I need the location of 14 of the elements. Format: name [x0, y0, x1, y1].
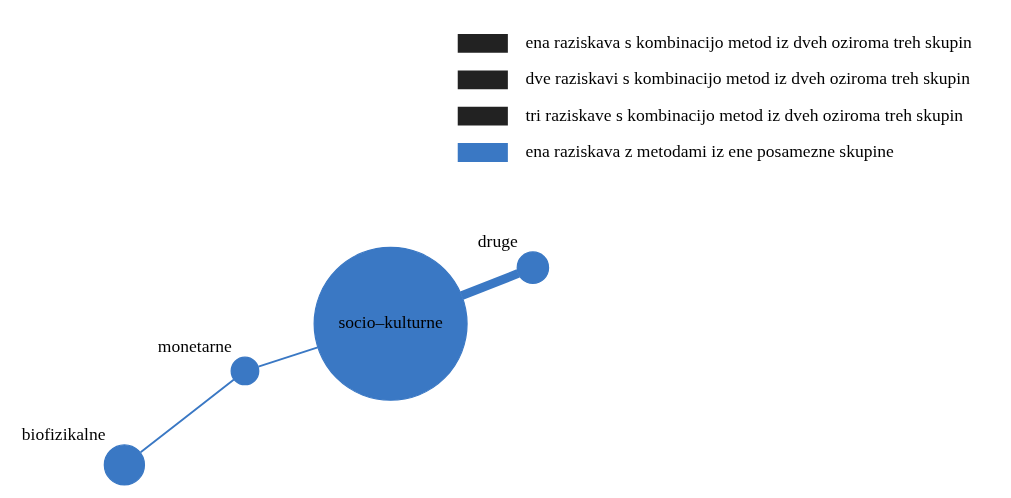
legend-label: ena raziskava s kombinacijo metod iz dveh oziroma treh skupin: [524, 31, 972, 52]
node-label: druge: [477, 230, 518, 251]
node-circle: [103, 443, 145, 486]
node-circle: [516, 250, 549, 284]
node-label: biofizikalne: [21, 423, 105, 444]
node-label: monetarne: [157, 335, 232, 356]
legend-label: tri raziskave s kombinacijo metod iz dveh oziroma treh skupin: [524, 104, 963, 125]
legend-label: dve raziskavi s kombinacijo metod iz dveh oziroma treh skupin: [524, 67, 970, 88]
node-circle: [230, 356, 259, 385]
connector: [256, 345, 319, 368]
node-circle: socio–kulturne: [313, 246, 468, 401]
connector: [459, 268, 520, 300]
legend-label: ena raziskava z metodami iz ene posamezne skupine: [524, 140, 894, 161]
connector: [139, 378, 235, 453]
